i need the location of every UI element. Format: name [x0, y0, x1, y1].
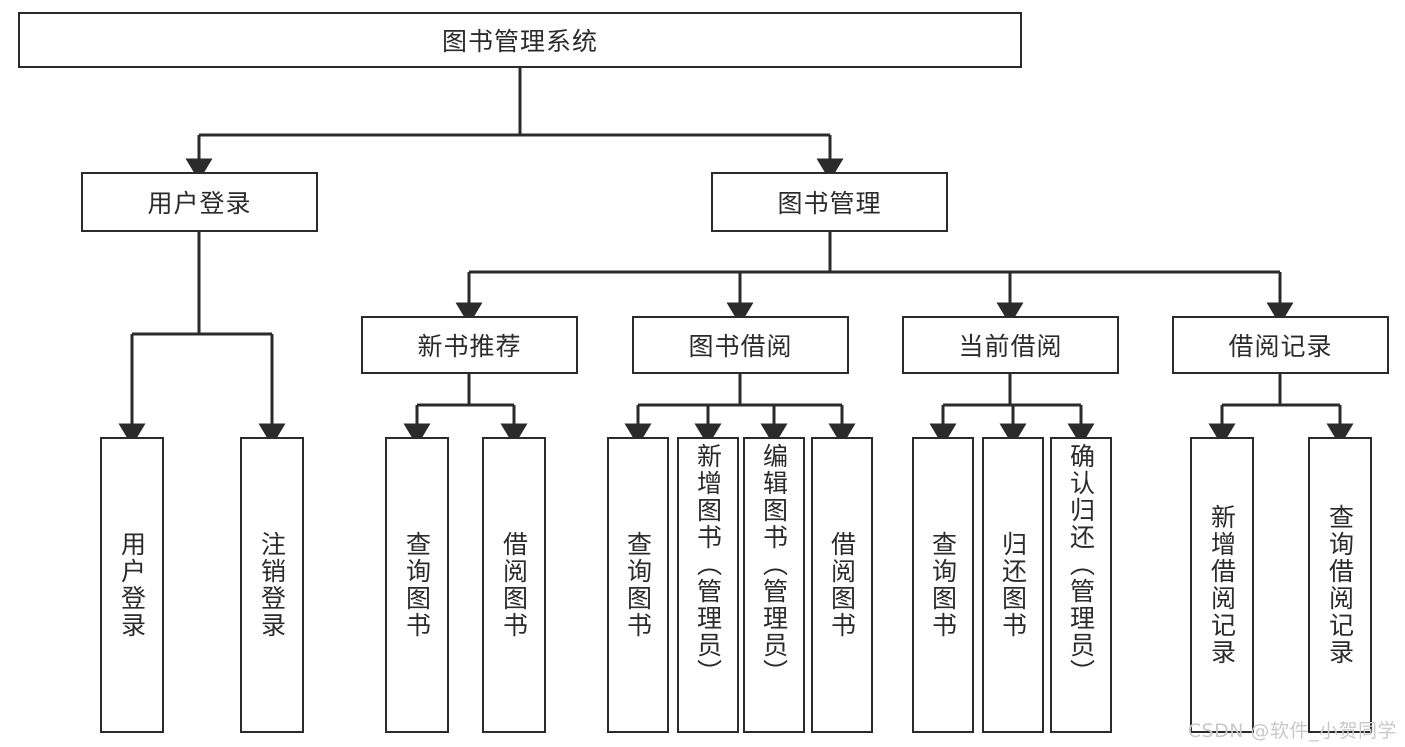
leaf-query-book-current-label: 查询图书: [928, 531, 958, 639]
leaf-borrow-book-recommend[interactable]: 借阅图书: [482, 437, 546, 733]
node-book-borrow-label: 图书借阅: [688, 332, 793, 361]
node-book-borrow[interactable]: 图书借阅: [632, 316, 849, 374]
node-book-management-label: 图书管理: [777, 189, 882, 218]
leaf-add-book-admin-label: 新增图书（管理员）: [693, 443, 723, 686]
leaf-edit-book-admin-label: 编辑图书（管理员）: [759, 443, 789, 686]
node-root[interactable]: 图书管理系统: [18, 12, 1022, 68]
leaf-add-borrow-record[interactable]: 新增借阅记录: [1190, 437, 1254, 733]
leaf-query-book-borrow[interactable]: 查询图书: [607, 437, 669, 733]
leaf-query-book-recommend-label: 查询图书: [402, 531, 432, 639]
leaf-logout-login-label: 注销登录: [257, 531, 287, 639]
node-root-label: 图书管理系统: [441, 27, 598, 56]
node-current-borrow[interactable]: 当前借阅: [902, 316, 1119, 374]
leaf-add-book-admin[interactable]: 新增图书（管理员）: [677, 437, 739, 733]
watermark: CSDN @软件_小贺同学: [1187, 720, 1397, 742]
leaf-borrow-book-label: 借阅图书: [827, 531, 857, 639]
leaf-logout-login[interactable]: 注销登录: [240, 437, 304, 733]
node-user-login-label: 用户登录: [147, 189, 252, 218]
leaf-confirm-return-admin[interactable]: 确认归还（管理员）: [1050, 437, 1112, 733]
leaf-query-book-recommend[interactable]: 查询图书: [385, 437, 449, 733]
leaf-user-login[interactable]: 用户登录: [100, 437, 164, 733]
leaf-query-borrow-record[interactable]: 查询借阅记录: [1308, 437, 1372, 733]
leaf-confirm-return-admin-label: 确认归还（管理员）: [1066, 443, 1096, 686]
leaf-return-book[interactable]: 归还图书: [982, 437, 1044, 733]
leaf-query-book-current[interactable]: 查询图书: [912, 437, 974, 733]
leaf-user-login-label: 用户登录: [117, 531, 147, 639]
node-new-book-recommend-label: 新书推荐: [417, 332, 522, 361]
leaf-return-book-label: 归还图书: [998, 531, 1028, 639]
leaf-borrow-book-recommend-label: 借阅图书: [499, 531, 529, 639]
leaf-query-book-borrow-label: 查询图书: [623, 531, 653, 639]
leaf-borrow-book[interactable]: 借阅图书: [811, 437, 873, 733]
node-borrow-record[interactable]: 借阅记录: [1172, 316, 1389, 374]
node-user-login[interactable]: 用户登录: [81, 172, 318, 232]
leaf-edit-book-admin[interactable]: 编辑图书（管理员）: [743, 437, 805, 733]
node-new-book-recommend[interactable]: 新书推荐: [361, 316, 578, 374]
leaf-add-borrow-record-label: 新增借阅记录: [1207, 504, 1237, 666]
leaf-query-borrow-record-label: 查询借阅记录: [1325, 504, 1355, 666]
node-current-borrow-label: 当前借阅: [958, 332, 1063, 361]
node-book-management[interactable]: 图书管理: [711, 172, 948, 232]
node-borrow-record-label: 借阅记录: [1228, 332, 1333, 361]
